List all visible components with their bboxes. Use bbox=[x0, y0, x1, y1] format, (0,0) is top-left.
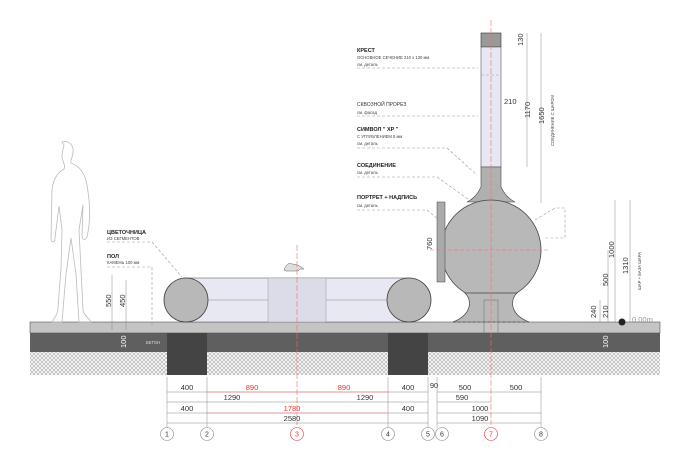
dim-row1-5: 500 bbox=[459, 383, 472, 392]
monument bbox=[430, 32, 550, 341]
callout-symbol-line1: С УГЛУБЛЕНИЕМ 5 мм bbox=[357, 134, 402, 139]
dim-210-height: 210 bbox=[601, 305, 610, 318]
dim-1310: 1310 bbox=[621, 257, 630, 274]
grid-axes: 1 2 3 4 5 6 7 8 bbox=[160, 427, 548, 441]
callout-joint-title: СОЕДИНЕНИЕ bbox=[357, 163, 396, 169]
dim-row2-2: 590 bbox=[456, 393, 469, 402]
level-label: 0.00m bbox=[632, 315, 653, 324]
dim-row4-0: 2580 bbox=[284, 414, 301, 423]
dim-sphere-label: ШАР + БАЗА ШАРА bbox=[637, 252, 642, 290]
callout-slot-line1: см. фасад bbox=[357, 110, 377, 115]
axis-label: 7 bbox=[489, 432, 493, 439]
callout-joint-line1: см. деталь bbox=[357, 170, 379, 175]
callout-cross-line1: ОСНОВНОЕ СЕЧЕНИЕ 210 x 130 мм bbox=[357, 55, 429, 60]
axis-marker: 5 bbox=[421, 427, 435, 441]
callout-portrait-title: ПОРТРЕТ + НАДПИСЬ bbox=[357, 195, 417, 201]
person-silhouette bbox=[50, 141, 92, 323]
axis-marker: 7 bbox=[484, 427, 498, 441]
portrait-plate bbox=[436, 201, 446, 283]
dim-1000: 1000 bbox=[607, 241, 616, 258]
callout-floor-line1: КАМЕНЬ 100 мм bbox=[107, 260, 139, 265]
level-marker-icon bbox=[618, 318, 626, 326]
dim-1170: 1170 bbox=[523, 102, 532, 118]
dim-row1-4: 90 bbox=[430, 381, 438, 390]
axis-marker: 1 bbox=[160, 427, 174, 441]
axis-label: 3 bbox=[295, 432, 299, 439]
axis-marker: 6 bbox=[435, 427, 449, 441]
axis-label: 1 bbox=[165, 432, 169, 439]
axis-label: 5 bbox=[426, 432, 430, 439]
dim-100-right: 100 bbox=[601, 335, 610, 348]
dim-row3-1: 1780 bbox=[284, 404, 301, 413]
dim-row3-3: 1000 bbox=[472, 404, 489, 413]
dim-row3-0: 400 bbox=[181, 404, 194, 413]
dim-100-left: 100 bbox=[119, 335, 128, 348]
footing-right bbox=[388, 333, 428, 375]
dim-500: 500 bbox=[601, 273, 610, 286]
stone-floor bbox=[29, 321, 661, 334]
pigeon bbox=[283, 263, 305, 272]
dim-row2-0: 1290 bbox=[224, 393, 241, 402]
dim-760: 760 bbox=[425, 237, 434, 250]
callout-portrait-line1: см. деталь bbox=[357, 203, 379, 208]
callout-symbol-title: СИМВОЛ " ХР " bbox=[357, 127, 399, 133]
dimension-chains: 400 890 890 400 90 500 500 1290 1290 590… bbox=[166, 377, 542, 428]
callouts: КРЕСТ ОСНОВНОЕ СЕЧЕНИЕ 210 x 130 мм см. … bbox=[107, 48, 585, 345]
planter-end-left bbox=[163, 277, 209, 323]
callout-cross-title: КРЕСТ bbox=[357, 48, 376, 54]
planter-center-segment bbox=[267, 277, 327, 323]
axis-label: 6 bbox=[440, 432, 444, 439]
gravel-hatch bbox=[30, 352, 660, 375]
callout-planter-title: ЦВЕТОЧНИЦА bbox=[107, 230, 146, 236]
axis-marker: 4 bbox=[381, 427, 395, 441]
dim-row4-1: 1090 bbox=[472, 414, 489, 423]
axis-marker: 3 bbox=[290, 427, 304, 441]
callout-cross-line2: см. деталь bbox=[357, 62, 379, 67]
dim-210-width: 210 bbox=[504, 97, 517, 106]
dim-row1-1: 890 bbox=[246, 383, 259, 392]
sphere-base bbox=[452, 292, 530, 323]
dim-row1-2: 890 bbox=[338, 383, 351, 392]
dim-1650: 1650 bbox=[537, 107, 546, 124]
planter-end-right bbox=[386, 277, 432, 323]
dim-550: 550 bbox=[104, 294, 113, 307]
axis-label: 2 bbox=[205, 432, 209, 439]
dim-row1-3: 400 bbox=[402, 383, 415, 392]
axis-marker: 2 bbox=[200, 427, 214, 441]
callout-planter-line1: ИЗ СЕГМЕНТОВ bbox=[107, 236, 140, 241]
dim-450: 450 bbox=[118, 294, 127, 307]
dim-row2-1: 1290 bbox=[357, 393, 374, 402]
footing-left bbox=[167, 333, 207, 375]
dim-row1-6: 500 bbox=[510, 383, 523, 392]
axis-marker: 8 bbox=[534, 427, 548, 441]
ground bbox=[29, 321, 661, 375]
planter bbox=[163, 263, 432, 323]
dim-row3-2: 400 bbox=[402, 404, 415, 413]
callout-symbol-line2: см. деталь bbox=[357, 141, 379, 146]
callout-concrete: БЕТОН bbox=[146, 340, 160, 345]
dim-row1-0: 400 bbox=[181, 383, 194, 392]
callout-floor-title: ПОЛ bbox=[107, 254, 119, 260]
callout-slot-title: СКВОЗНОЙ ПРОРЕЗ bbox=[357, 100, 406, 108]
dim-joint-label: СОЕДИНЕНИЕ С ШАРОМ bbox=[550, 95, 555, 146]
axis-label: 4 bbox=[386, 432, 390, 439]
dim-240: 240 bbox=[589, 305, 598, 318]
axis-label: 8 bbox=[539, 432, 543, 439]
vertical-dimensions: 130 210 1170 1650 СОЕДИНЕНИЕ С ШАРОМ 760… bbox=[104, 33, 653, 348]
dim-130: 130 bbox=[516, 33, 525, 46]
